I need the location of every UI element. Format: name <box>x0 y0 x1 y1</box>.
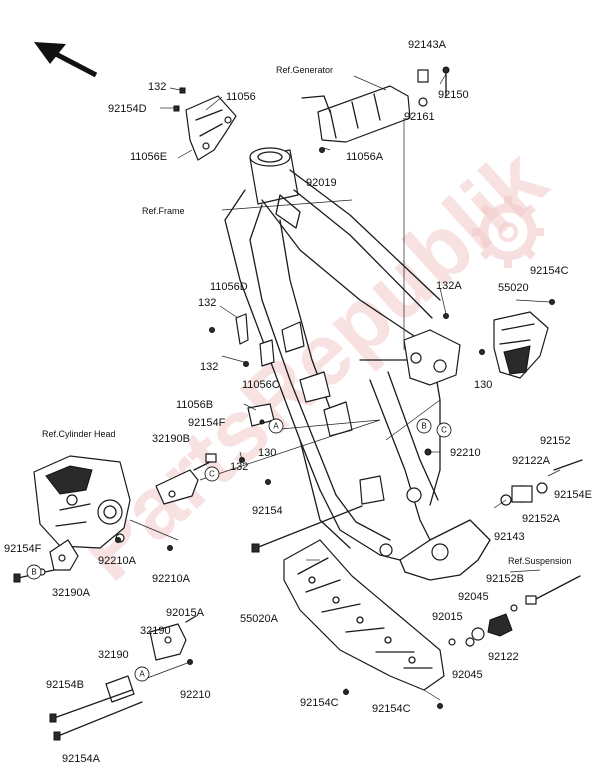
svg-text:B: B <box>31 568 36 577</box>
part-label: 11056C <box>242 379 280 391</box>
marker-a-frame: A <box>268 418 284 434</box>
part-label: 132 <box>198 297 216 309</box>
part-label: 92154 <box>252 505 283 517</box>
cylinder-head-drawing <box>33 455 179 549</box>
part-label: 32190 <box>140 625 171 637</box>
part-label: 92210A <box>98 555 137 567</box>
marker-b-left: B <box>26 564 42 580</box>
part-label: 92122 <box>488 651 519 663</box>
marker-c-left: C <box>204 466 220 482</box>
part-label: 55020 <box>498 282 529 294</box>
part-label: 132 <box>148 81 166 93</box>
part-label: 92015A <box>166 607 205 619</box>
part-label: 32190B <box>152 433 190 445</box>
top-bracket-drawing <box>173 87 237 161</box>
watermark: PartsRepublik <box>58 129 565 599</box>
part-label: 92152B <box>486 573 524 585</box>
svg-text:A: A <box>273 422 279 431</box>
ref-generator: Ref.Generator <box>276 65 333 75</box>
part-label: 92154C <box>530 265 569 277</box>
marker-b-frame: B <box>416 418 432 434</box>
part-label: 92152 <box>540 435 571 447</box>
generator-bracket-drawing <box>301 66 450 153</box>
leader-lines <box>141 73 561 701</box>
part-label: 92150 <box>438 89 469 101</box>
mid-bracket-drawing <box>209 313 275 367</box>
circle-markers: A B C C B A <box>26 418 452 682</box>
bracket-32190b-drawing <box>155 453 217 505</box>
part-label: 55020A <box>240 613 279 625</box>
part-label: 132 <box>230 461 248 473</box>
part-label: 92122A <box>512 455 551 467</box>
part-label: 92154D <box>108 103 147 115</box>
part-label: 92161 <box>404 111 435 123</box>
part-label: 11056D <box>210 281 248 293</box>
part-label: 92210 <box>180 689 211 701</box>
arrow-up-left-icon <box>34 42 98 78</box>
part-label: 92154F <box>188 417 226 429</box>
long-bolt-92154-drawing <box>251 505 363 553</box>
svg-text:C: C <box>441 426 447 435</box>
part-label: 92015 <box>432 611 463 623</box>
part-label: 132 <box>200 361 218 373</box>
svg-text:A: A <box>139 670 145 679</box>
part-label: 11056E <box>130 151 167 163</box>
part-label: 32190A <box>52 587 91 599</box>
part-label: 92154F <box>4 543 42 555</box>
part-label: 92154E <box>554 489 592 501</box>
ref-cylinder-head: Ref.Cylinder Head <box>42 429 116 439</box>
svg-text:B: B <box>421 422 426 431</box>
svg-text:C: C <box>209 470 215 479</box>
marker-c-frame: C <box>436 422 452 438</box>
part-label: 32190 <box>98 649 129 661</box>
part-label: 92210A <box>152 573 191 585</box>
part-label: 92143A <box>408 39 447 51</box>
skid-plate-drawing <box>283 539 445 709</box>
part-label: 92045 <box>458 591 489 603</box>
part-label: 130 <box>474 379 492 391</box>
part-label: 11056B <box>176 399 213 411</box>
part-label: 11056 <box>226 91 256 103</box>
frame-drawing <box>224 147 491 581</box>
part-label: 11056A <box>346 151 384 163</box>
part-label: 92152A <box>522 513 561 525</box>
part-labels: 92143A 92150 92161 11056A 92019 132 1105… <box>4 39 592 765</box>
part-label: 92143 <box>494 531 525 543</box>
ref-suspension: Ref.Suspension <box>508 556 572 566</box>
part-label: 92019 <box>306 177 337 189</box>
reference-labels: Ref.Generator Ref.Frame Ref.Cylinder Hea… <box>42 65 572 566</box>
part-label: 92154C <box>300 697 339 709</box>
part-label: 130 <box>258 447 276 459</box>
gear-icon <box>472 196 544 268</box>
part-label: 92154C <box>372 703 411 715</box>
ref-frame: Ref.Frame <box>142 206 185 216</box>
lower-left-hardware-drawing <box>49 615 197 741</box>
part-label: 92045 <box>452 669 483 681</box>
marker-a-left: A <box>134 666 150 682</box>
part-label: 132A <box>436 280 462 292</box>
watermark-text: PartsRepublik <box>58 129 565 599</box>
guard-55020-drawing <box>443 299 555 379</box>
part-label: 92154A <box>62 753 101 765</box>
part-label: 92210 <box>450 447 481 459</box>
part-label: 92154B <box>46 679 84 691</box>
